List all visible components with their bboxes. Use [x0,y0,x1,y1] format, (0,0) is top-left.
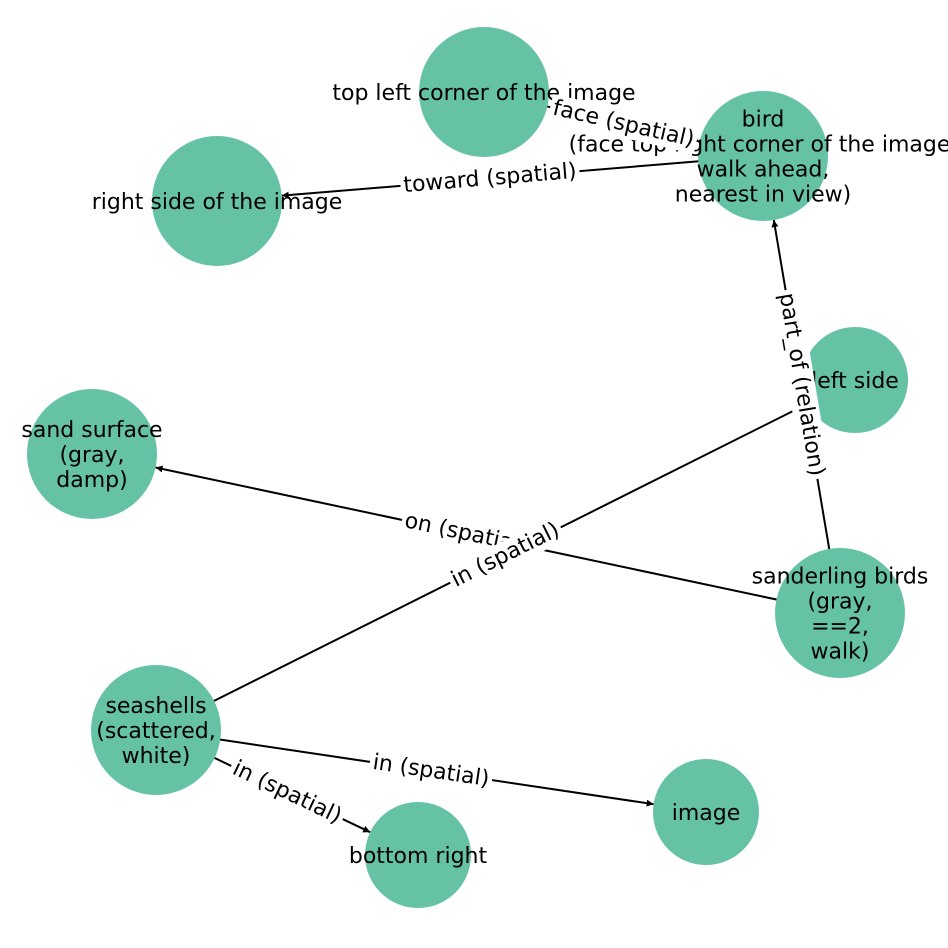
node-circle [419,27,549,157]
edge-label-background [444,515,567,595]
node-seashells: seashells(scattered,white) [91,665,221,795]
node-image: image [653,759,759,865]
edge-label: toward (spatial) [402,159,577,198]
node-label-line: bottom right [349,844,488,869]
node-circle [802,327,908,433]
node-bird: bird(face top right corner of the image,… [569,91,948,221]
node-label-line: left side [811,369,899,394]
node-label-line: damp) [56,468,127,493]
node-sanderling-birds: sanderling birds(gray,==2,walk) [752,548,929,678]
edge-label: in (spatial) [229,756,346,829]
node-label-line: (scattered, [96,719,215,744]
node-circle [698,91,828,221]
node-left-side: left side [802,327,908,433]
node-label-line: (gray, [807,590,872,615]
node-bottom-right: bottom right [349,802,488,908]
node-label-line: walk ahead, [697,158,830,183]
node-right-side: right side of the image [92,136,343,266]
node-label-line: right side of the image [92,190,343,215]
edge-label-background [367,748,495,794]
node-top-left-corner: top left corner of the image [332,27,636,157]
edge-label-group-seashells-in-image: in (spatial) [367,748,495,794]
node-label-line: ==2, [811,615,869,640]
node-circle [653,759,759,865]
node-label-line: walk) [811,640,870,665]
node-label-line: top left corner of the image [332,81,635,106]
node-label-line: seashells [105,694,206,719]
node-label-line: sand surface [21,418,162,443]
node-circle [27,389,157,519]
edge-label-background [772,287,831,482]
node-label-line: image [672,801,741,826]
edge-label: in (spatial) [371,750,491,792]
node-label-line: sanderling birds [752,565,929,590]
edge-label-background [547,94,700,154]
node-label-line: bird [742,108,785,133]
edge-label-background [225,753,349,832]
node-circle [775,548,905,678]
edge-label-group-bird-toward-right-side: toward (spatial) [399,157,581,200]
node-circle [91,665,221,795]
node-label-line: (gray, [59,443,124,468]
node-sand-surface: sand surface(gray,damp) [21,389,163,519]
edge-label-group-seashells-in-bottom-right: in (spatial) [225,753,349,832]
node-circle [152,136,282,266]
node-label-line: white) [122,744,191,769]
node-label-line: nearest in view) [675,183,851,208]
edge-label-background [399,157,581,200]
node-circle [365,802,471,908]
